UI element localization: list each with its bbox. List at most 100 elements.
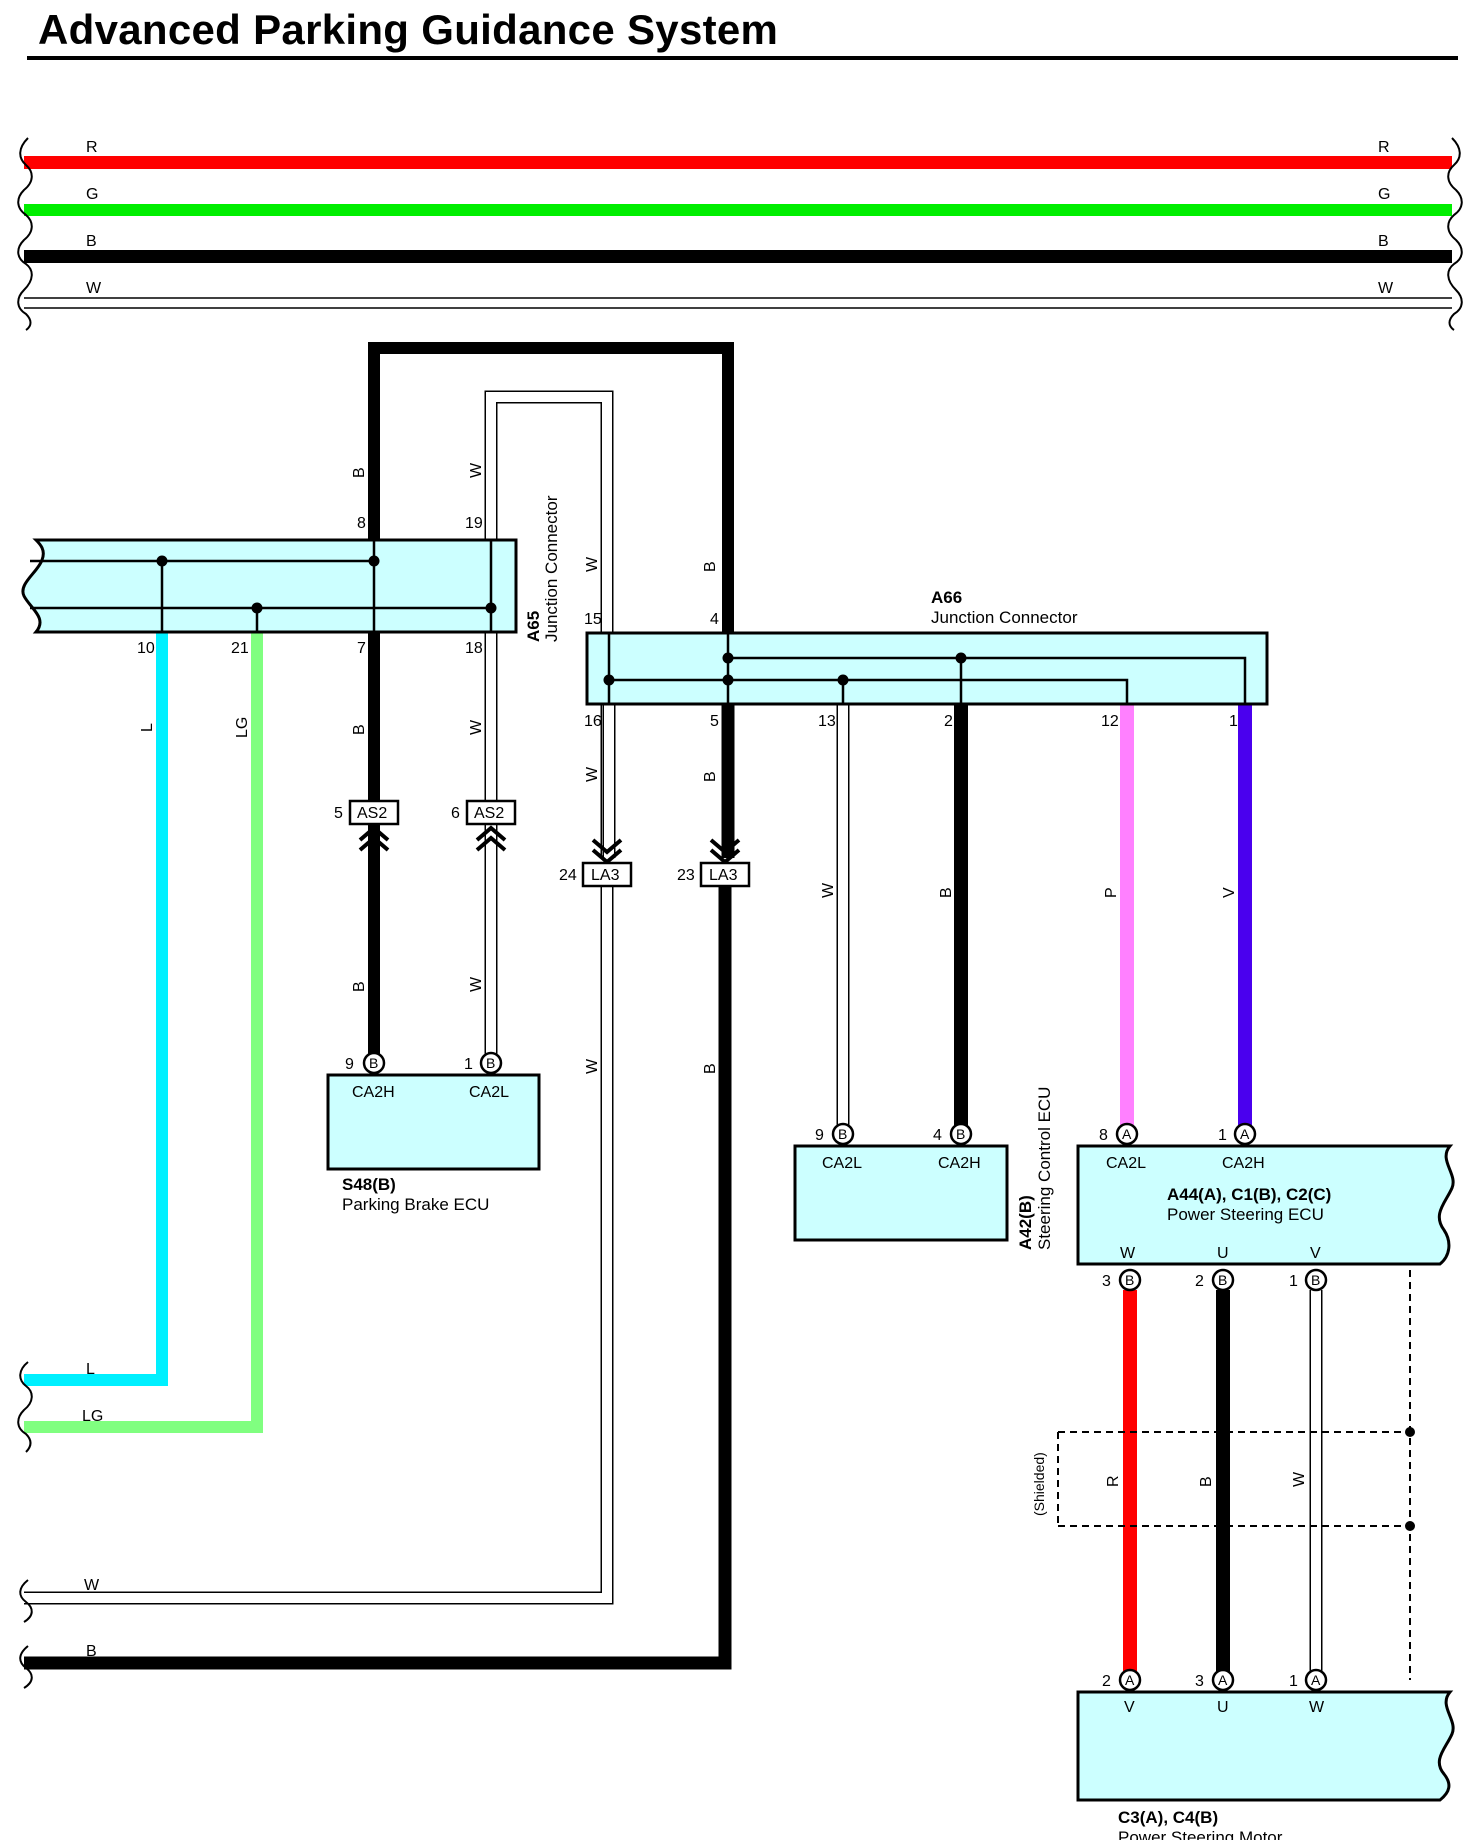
as2-left-code: AS2	[357, 805, 387, 822]
left-edge-break-b	[19, 1645, 33, 1689]
a66-junction-2	[955, 652, 967, 664]
component-c3: A A A 2 3 1 V U W C3(A), C4(B) Power Ste…	[1076, 1668, 1455, 1840]
as2-right-pin: 6	[451, 805, 460, 822]
a66-junction-3	[603, 674, 615, 686]
a66-pin-1: 1	[1229, 713, 1238, 730]
la3-left-box	[581, 861, 633, 888]
a44-signal-ca2l: CA2L	[1106, 1155, 1146, 1172]
label-a65-top-w: W	[468, 462, 485, 478]
s48-pin-circle-2	[479, 1051, 503, 1075]
c3-pin-1: 1	[1289, 1673, 1298, 1690]
a44-pin-3: 3	[1102, 1273, 1111, 1290]
label-a66-top-b: B	[702, 561, 719, 572]
a66-junction-4	[837, 674, 849, 686]
left-label-lg: LG	[82, 1408, 103, 1425]
a44-pin-letter-b3: B	[1125, 1272, 1134, 1288]
a44-pin-circle-b3	[1118, 1268, 1142, 1292]
a44-pin-letter-b2: B	[1218, 1272, 1227, 1288]
a42-pin-letter-1: B	[838, 1126, 847, 1142]
c3-pin-circle-2	[1118, 1668, 1142, 1692]
a66-pin-2: 2	[944, 713, 953, 730]
c3-pin-letter-3: A	[1218, 1672, 1228, 1688]
a42-pin-letter-2: B	[956, 1126, 965, 1142]
a44-signal-v: V	[1310, 1245, 1321, 1262]
wire-b-loop	[368, 342, 734, 632]
a66-pin-5: 5	[710, 713, 719, 730]
connector-as2-right: AS2 6	[451, 799, 517, 852]
label-a66-down-w-lower: W	[584, 1058, 601, 1074]
a65-id: A65	[524, 611, 543, 642]
la3-right-box	[699, 861, 751, 888]
a44-pin-letter-b1: B	[1311, 1272, 1320, 1288]
label-a66-top-w: W	[584, 556, 601, 572]
c3-signal-v: V	[1124, 1699, 1135, 1716]
shield-dot-bottom	[1405, 1521, 1415, 1531]
bus-label-b-left: B	[86, 233, 97, 250]
a65-junction-2	[368, 555, 380, 567]
a44-pin-letter-8: A	[1122, 1126, 1132, 1142]
a44-pin-1: 1	[1218, 1127, 1227, 1144]
a44-id: A44(A), C1(B), C2(C)	[1167, 1185, 1331, 1204]
connector-la3-left: LA3 24	[559, 838, 633, 888]
as2-right-code: AS2	[474, 805, 504, 822]
a66-junction-1	[722, 652, 734, 664]
c3-signal-u: U	[1217, 1699, 1229, 1716]
a42-pin-4: 4	[933, 1127, 942, 1144]
label-motor-b: B	[1198, 1476, 1215, 1487]
a65-pin-21: 21	[231, 640, 249, 657]
la3-right-code: LA3	[709, 867, 738, 884]
a65-pin-18: 18	[465, 640, 483, 657]
page-title: Advanced Parking Guidance System	[38, 6, 779, 53]
c3-pin-2: 2	[1102, 1673, 1111, 1690]
label-a66-p12: P	[1103, 887, 1120, 898]
connector-la3-right: LA3 23	[677, 838, 751, 888]
c3-signal-w: W	[1309, 1699, 1325, 1716]
left-edge-break-l	[17, 1361, 33, 1453]
label-a66-b2: B	[938, 887, 955, 898]
component-a44: A A 8 1 CA2L CA2H A44(A), C1(B), C2(C) P…	[1076, 1122, 1455, 1292]
connector-as2-left: AS2 5	[334, 799, 400, 852]
bus-label-r-left: R	[86, 139, 98, 156]
a44-pin-1b: 1	[1289, 1273, 1298, 1290]
s48-pin-1: 1	[464, 1056, 473, 1073]
s48-name: Parking Brake ECU	[342, 1195, 489, 1214]
left-edge-break-w	[19, 1579, 33, 1623]
s48-signal-ca2l: CA2L	[469, 1084, 509, 1101]
a66-name: Junction Connector	[931, 608, 1078, 627]
s48-pin-letter-1: B	[369, 1055, 378, 1071]
a44-signal-ca2h: CA2H	[1222, 1155, 1265, 1172]
a42-pin-9: 9	[815, 1127, 824, 1144]
left-label-b: B	[86, 1643, 97, 1660]
a44-signal-u: U	[1217, 1245, 1229, 1262]
label-a65-b-lower: B	[351, 981, 368, 992]
a65-pin-7: 7	[357, 640, 366, 657]
bus-label-g-right: G	[1378, 186, 1390, 203]
a66-id: A66	[931, 588, 962, 607]
s48-id: S48(B)	[342, 1175, 396, 1194]
bus-wire-b	[24, 250, 1452, 263]
label-a65-b-upper: B	[351, 724, 368, 735]
connector-a66: A66 Junction Connector 15 4 16 5 13 2 12…	[584, 588, 1269, 730]
a65-pin-10: 10	[137, 640, 155, 657]
a44-pin-circle-b1	[1304, 1268, 1328, 1292]
as2-right-chevron	[475, 825, 507, 852]
a44-box	[1076, 1144, 1455, 1266]
la3-right-pin: 23	[677, 867, 695, 884]
s48-signal-ca2h: CA2H	[352, 1084, 395, 1101]
as2-left-chevron	[358, 825, 390, 852]
as2-left-pin: 5	[334, 805, 343, 822]
bus-label-w-left: W	[86, 280, 102, 297]
a44-pin-circle-b2	[1211, 1268, 1235, 1292]
a44-pin-circle-8	[1115, 1122, 1139, 1146]
a44-pin-circle-1	[1233, 1122, 1257, 1146]
bus-label-w-right: W	[1378, 280, 1394, 297]
la3-left-code: LA3	[591, 867, 620, 884]
bus-break-right	[1447, 137, 1463, 331]
a65-name: Junction Connector	[542, 495, 561, 642]
c3-pin-circle-3	[1211, 1668, 1235, 1692]
component-s48: B B 9 1 CA2H CA2L S48(B) Parking Brake E…	[326, 1051, 541, 1214]
c3-pin-circle-1	[1304, 1668, 1328, 1692]
a65-junction-4	[485, 602, 497, 614]
a65-junction-3	[251, 602, 263, 614]
component-a42: B B 9 4 CA2L CA2H A42(B) Steering Contro…	[793, 1087, 1054, 1250]
